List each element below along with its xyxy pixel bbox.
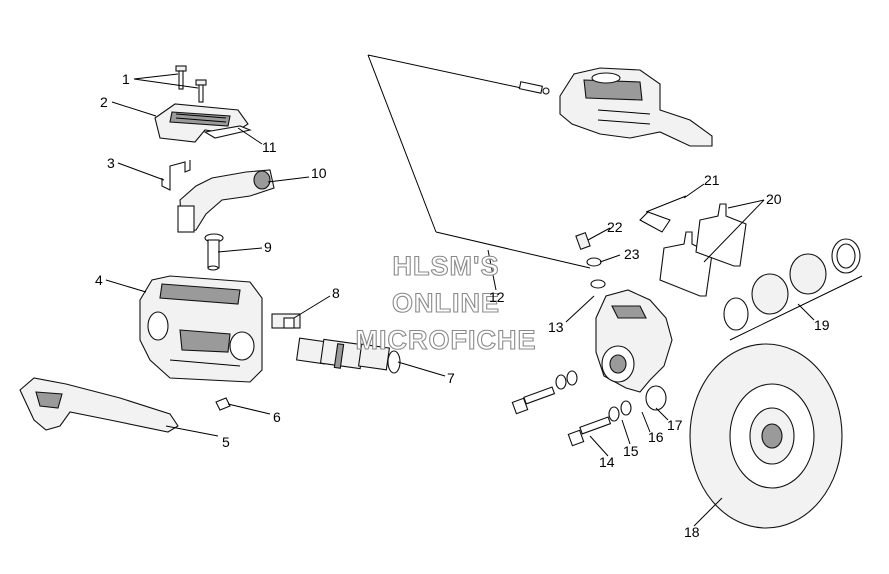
brake-lever [19, 377, 179, 433]
bleeder-screw [575, 232, 591, 250]
callout-11: 11 [262, 139, 277, 155]
callout-12: 12 [489, 289, 505, 305]
brake-caliper [595, 289, 673, 411]
callout-20: 20 [766, 191, 782, 207]
callout-13: 13 [548, 319, 564, 335]
e-clip [215, 397, 231, 411]
piston-assembly [295, 337, 401, 374]
callout-4: 4 [95, 272, 103, 288]
callout-21: 21 [704, 172, 720, 188]
watermark-line-3: MICROFICHE [356, 325, 537, 355]
callout-15: 15 [623, 443, 639, 459]
reservoir-cover [154, 103, 249, 143]
master-cylinder-body [139, 275, 263, 383]
watermark: HLSM'S ONLINE MICROFICHE [355, 250, 537, 355]
callout-1: 1 [122, 71, 130, 87]
pad-spring [639, 195, 687, 233]
callout-14: 14 [599, 454, 615, 470]
brake-switch [271, 313, 301, 329]
callout-6: 6 [273, 409, 281, 425]
brake-line [367, 54, 591, 269]
watermark-line-1: HLSM'S [393, 251, 500, 281]
callout-10: 10 [311, 165, 327, 181]
callout-19: 19 [814, 317, 830, 333]
brake-disc [689, 343, 843, 529]
callout-7: 7 [447, 370, 455, 386]
pivot-pin [204, 233, 224, 271]
callout-2: 2 [100, 94, 108, 110]
screw-pair [175, 65, 207, 103]
assembled-master-cylinder [559, 67, 713, 147]
caliper-pistons [723, 238, 863, 341]
pivot-bracket [177, 169, 275, 233]
brake-pad-inner [695, 203, 747, 267]
callout-23: 23 [624, 246, 640, 262]
callout-3: 3 [107, 155, 115, 171]
callout-5: 5 [222, 434, 230, 450]
watermark-line-2: ONLINE [392, 288, 500, 318]
callout-18: 18 [684, 524, 700, 540]
leader-lines [105, 73, 815, 527]
caliper-bolt-upper [511, 370, 578, 415]
caliper-bolt-lower [567, 400, 632, 447]
callouts: 1 2 3 4 5 6 7 8 9 10 11 12 13 14 15 16 1… [95, 71, 830, 540]
crush-washers [586, 257, 606, 289]
callout-9: 9 [264, 239, 272, 255]
diaphragm-clip [161, 160, 191, 191]
callout-8: 8 [332, 285, 340, 301]
callout-17: 17 [667, 417, 683, 433]
callout-16: 16 [648, 429, 664, 445]
callout-22: 22 [607, 219, 623, 235]
